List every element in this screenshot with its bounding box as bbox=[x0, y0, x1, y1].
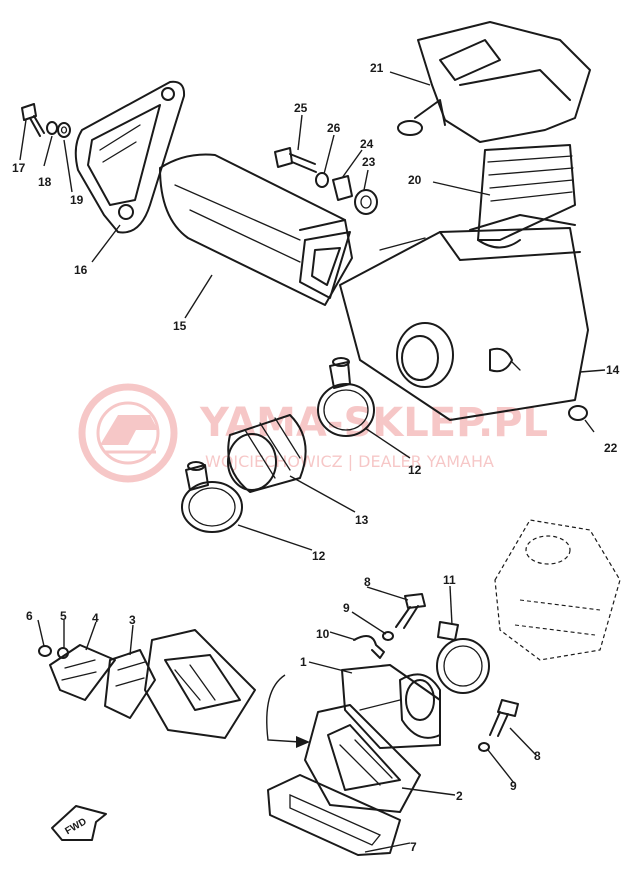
part-3-reed-stopper bbox=[104, 649, 156, 719]
part-12-hose-clamp-upper bbox=[317, 357, 375, 437]
callout-19: 19 bbox=[70, 193, 84, 207]
callout-11: 11 bbox=[443, 573, 456, 587]
callout-13: 13 bbox=[355, 513, 369, 527]
part-19-washer bbox=[57, 122, 71, 138]
callout-12-upper: 12 bbox=[408, 463, 422, 477]
fwd-label: FWD bbox=[63, 816, 88, 837]
part-4-reed-valve bbox=[49, 644, 116, 701]
callout-3: 3 bbox=[129, 613, 136, 627]
callout-8-lower: 8 bbox=[534, 749, 541, 763]
callout-15: 15 bbox=[173, 319, 187, 333]
callout-6: 6 bbox=[26, 609, 33, 623]
part-18-washer bbox=[46, 121, 58, 135]
part-22-grommet bbox=[568, 405, 588, 421]
callout-18: 18 bbox=[38, 175, 52, 189]
part-26-washer bbox=[315, 172, 329, 188]
part-8-bolt-upper bbox=[395, 593, 426, 629]
callout-1: 1 bbox=[300, 655, 307, 669]
part-14-air-box bbox=[339, 214, 589, 421]
part-20-intake-boot bbox=[477, 144, 576, 249]
reed-valve-assembly bbox=[144, 629, 256, 739]
callout-9-upper: 9 bbox=[343, 601, 350, 615]
assembly-bracket-arrow bbox=[266, 674, 310, 748]
callout-23: 23 bbox=[362, 155, 376, 169]
watermark: YAMA-SKLEP.PL WOJCIECHOWICZ | DEALER YAM… bbox=[78, 383, 548, 483]
leader-lines bbox=[19, 71, 606, 853]
callout-10: 10 bbox=[316, 627, 330, 641]
callout-25: 25 bbox=[294, 101, 308, 115]
part-1-manifold bbox=[341, 664, 441, 749]
carburetor-outline bbox=[494, 519, 621, 661]
part-15-filter-element bbox=[159, 153, 353, 306]
fwd-arrow-indicator: FWD bbox=[51, 805, 107, 841]
part-25-bolt bbox=[274, 147, 317, 173]
callout-17: 17 bbox=[12, 161, 26, 175]
callout-2: 2 bbox=[456, 789, 463, 803]
part-13-joint-hose bbox=[227, 414, 307, 493]
part-10-clip bbox=[353, 635, 385, 659]
callout-4: 4 bbox=[92, 611, 99, 625]
part-21-intake-duct bbox=[397, 21, 591, 143]
part-16-cover-plate bbox=[74, 80, 186, 234]
callout-16: 16 bbox=[74, 263, 88, 277]
part-7-gasket bbox=[267, 774, 401, 856]
callout-14: 14 bbox=[606, 363, 620, 377]
part-23-grommet bbox=[354, 189, 378, 215]
callout-7: 7 bbox=[410, 840, 417, 854]
callout-5: 5 bbox=[60, 609, 67, 623]
part-6-screw bbox=[38, 645, 52, 657]
part-2-valve-seat bbox=[304, 704, 421, 813]
callout-12-lower: 12 bbox=[312, 549, 326, 563]
callout-labels: 17 18 19 16 15 25 26 24 23 20 21 14 22 1… bbox=[12, 61, 620, 854]
callout-26: 26 bbox=[327, 121, 341, 135]
part-9-washer-lower bbox=[478, 742, 490, 752]
callout-9-lower: 9 bbox=[510, 779, 517, 793]
callout-21: 21 bbox=[370, 61, 384, 75]
part-17-screw bbox=[21, 103, 45, 137]
part-11-clamp bbox=[436, 621, 490, 694]
watermark-subtitle: WOJCIECHOWICZ | DEALER YAMAHA bbox=[205, 452, 494, 471]
callout-8-upper: 8 bbox=[364, 575, 371, 589]
callout-22: 22 bbox=[604, 441, 618, 455]
part-8-bolt-lower bbox=[489, 699, 519, 737]
part-24-collar bbox=[332, 175, 353, 201]
part-9-washer-upper bbox=[382, 631, 394, 641]
callout-20: 20 bbox=[408, 173, 422, 187]
watermark-logo bbox=[78, 383, 178, 483]
callout-24: 24 bbox=[360, 137, 374, 151]
part-12-hose-clamp-lower bbox=[181, 461, 243, 533]
